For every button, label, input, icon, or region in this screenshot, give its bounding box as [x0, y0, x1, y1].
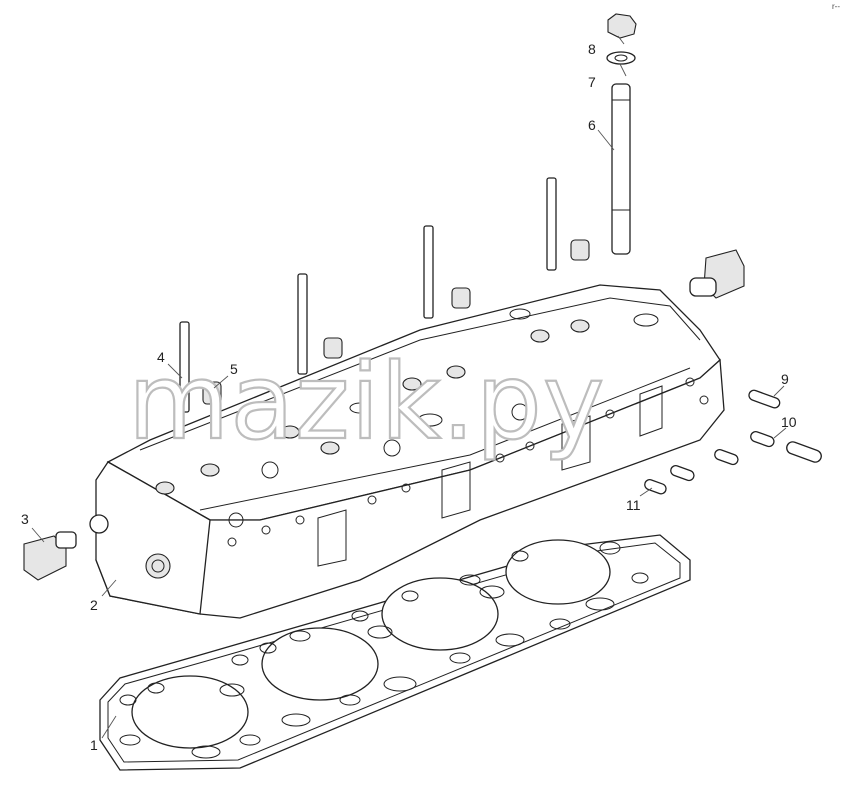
callout-10: 10 [781, 414, 797, 430]
stud-bolt [611, 83, 631, 255]
callout-6: 6 [588, 117, 596, 133]
valve-seals [202, 239, 590, 405]
callout-2: 2 [90, 597, 98, 613]
corner-mark: r-- [832, 2, 840, 11]
callout-11: 11 [626, 497, 641, 513]
fitting [689, 249, 745, 299]
callout-4: 4 [157, 349, 165, 365]
cylinder-head [89, 284, 725, 619]
washer [606, 51, 636, 65]
nut [607, 13, 637, 39]
plug [23, 531, 77, 581]
watermark-text: mazik.py [128, 341, 605, 463]
callout-8: 8 [588, 41, 596, 57]
callout-9: 9 [781, 371, 789, 387]
leader-lines [31, 35, 787, 739]
callout-1: 1 [90, 737, 98, 753]
push-rods [179, 177, 557, 413]
callout-5: 5 [230, 361, 238, 377]
callout-7: 7 [588, 74, 596, 90]
callout-3: 3 [21, 511, 29, 527]
dowel-pins [644, 389, 822, 495]
head-gasket [99, 534, 691, 771]
